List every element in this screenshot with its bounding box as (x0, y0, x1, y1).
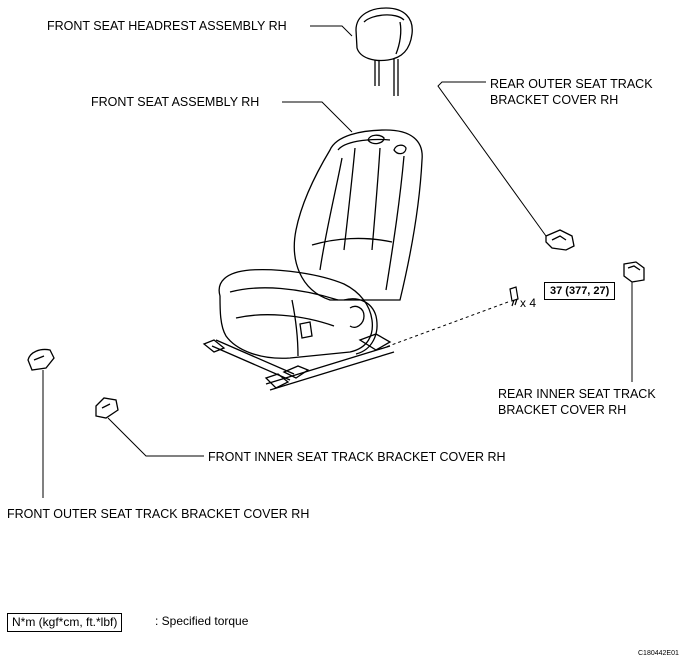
bolt-dashed-leader (385, 301, 509, 348)
torque-value-box: 37 (377, 27) (544, 282, 616, 300)
label-front-outer: FRONT OUTER SEAT TRACK BRACKET COVER RH (7, 507, 310, 521)
legend-unit-box: N*m (kgf*cm, ft.*lbf) (7, 613, 123, 632)
label-headrest: FRONT SEAT HEADREST ASSEMBLY RH (47, 19, 287, 33)
label-rear-outer-line1: REAR OUTER SEAT TRACK (490, 77, 653, 91)
label-seat-assembly: FRONT SEAT ASSEMBLY RH (91, 95, 260, 109)
legend-description: : Specified torque (155, 614, 249, 628)
rear-outer-bracket-cover (545, 229, 575, 251)
headrest-leader-line (310, 25, 353, 37)
rear-inner-bracket-cover (623, 261, 645, 283)
bolt-quantity: x 4 (520, 296, 537, 310)
label-rear-outer-line2: BRACKET COVER RH (490, 93, 619, 107)
front-outer-bracket-cover (27, 348, 55, 371)
seat-illustration (202, 129, 423, 391)
front-inner-leader-line (107, 417, 204, 457)
front-inner-bracket-cover (95, 397, 119, 419)
headrest-illustration (355, 7, 413, 96)
figure-code: C180442E01 (638, 650, 679, 657)
bolt-illustration (509, 286, 519, 307)
seat-assembly-leader-line (282, 101, 353, 133)
label-rear-inner-line2: BRACKET COVER RH (498, 403, 627, 417)
label-rear-inner-line1: REAR INNER SEAT TRACK (498, 387, 656, 401)
label-front-inner: FRONT INNER SEAT TRACK BRACKET COVER RH (208, 450, 506, 464)
rear-outer-leader-line (437, 81, 547, 237)
